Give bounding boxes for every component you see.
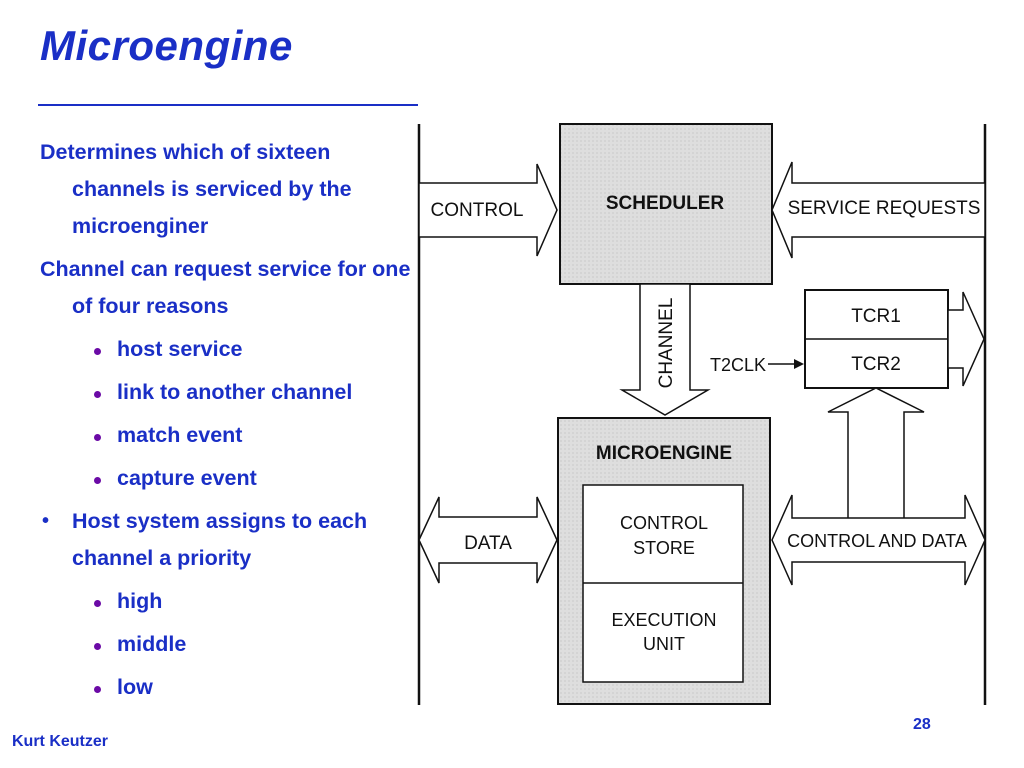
sub-bullet-item: host service	[40, 331, 420, 368]
execution-unit-label-2: UNIT	[643, 634, 685, 654]
bullet-dot-icon	[94, 434, 101, 441]
bullet-dot-icon	[94, 686, 101, 693]
control-store-label-2: STORE	[633, 538, 695, 558]
sub-bullet-item: link to another channel	[40, 374, 420, 411]
microengine-label: MICROENGINE	[596, 443, 732, 464]
service-requests-label: SERVICE REQUESTS	[788, 198, 981, 219]
sub-bullet-item: middle	[40, 626, 420, 663]
slide-title: Microengine	[40, 22, 293, 69]
data-label: DATA	[464, 533, 512, 554]
sub-bullet-text: match event	[117, 423, 243, 447]
tcr2-label: TCR2	[851, 354, 901, 375]
sub-bullet-text: host service	[117, 337, 243, 361]
channel-label: CHANNEL	[656, 298, 677, 389]
page-number: 28	[913, 716, 931, 733]
sub-bullet-text: link to another channel	[117, 380, 353, 404]
sub-bullet-text: middle	[117, 632, 187, 656]
sub-bullet-text: capture event	[117, 466, 257, 490]
bullet-dot-icon	[94, 391, 101, 398]
control-label: CONTROL	[431, 200, 524, 221]
bullet-dot-icon	[94, 600, 101, 607]
sub-bullet-item: match event	[40, 417, 420, 454]
bullet-text: Host system assigns to each channel a pr…	[72, 509, 368, 570]
tcr1-label: TCR1	[851, 306, 901, 327]
bullet-dot-icon	[94, 348, 101, 355]
control-and-data-arrow	[771, 494, 986, 586]
execution-unit-label-1: EXECUTION	[611, 610, 716, 630]
t2clk-label: T2CLK	[710, 355, 766, 375]
bullet-text: Channel can request service for one of f…	[40, 257, 411, 318]
control-arrow	[418, 163, 558, 257]
footer-author: Kurt Keutzer	[12, 733, 109, 750]
tcr-input-arrow	[827, 387, 925, 521]
bullet-text: Determines which of sixteen channels is …	[40, 140, 352, 238]
bullet-item: Channel can request service for one of f…	[40, 251, 420, 325]
control-store-label-1: CONTROL	[620, 513, 708, 533]
data-arrow	[418, 496, 558, 584]
t2clk-arrowhead	[794, 359, 804, 369]
bullet-dot-icon	[94, 477, 101, 484]
scheduler-block	[559, 123, 773, 285]
service-requests-arrow	[771, 161, 986, 259]
sub-bullet-item: low	[40, 669, 420, 706]
title-underline	[38, 104, 418, 106]
bullet-list: Determines which of sixteen channels is …	[40, 134, 420, 712]
bullet-item: • Host system assigns to each channel a p…	[40, 503, 420, 577]
sub-bullet-text: high	[117, 589, 163, 613]
scheduler-label: SCHEDULER	[606, 193, 725, 214]
sub-bullet-text: low	[117, 675, 153, 699]
tcr-output-arrow	[947, 291, 985, 387]
sub-bullet-item: capture event	[40, 460, 420, 497]
sub-bullet-item: high	[40, 583, 420, 620]
bullet-marker-icon: •	[42, 510, 50, 532]
channel-arrow	[619, 283, 711, 416]
bullet-dot-icon	[94, 643, 101, 650]
control-and-data-label: CONTROL AND DATA	[787, 531, 967, 551]
bullet-item: Determines which of sixteen channels is …	[40, 134, 420, 245]
